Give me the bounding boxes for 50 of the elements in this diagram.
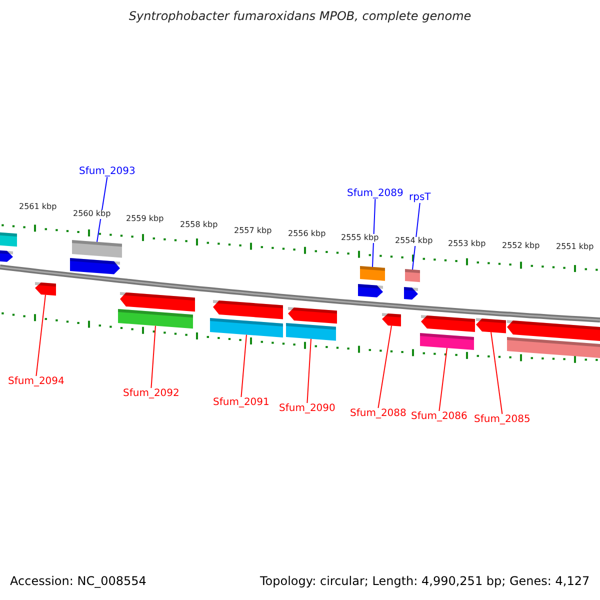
scale-label: 2551 kbp xyxy=(555,243,595,252)
gene-block xyxy=(0,250,13,262)
gene-label: Sfum_2091 xyxy=(213,397,270,408)
gene-block xyxy=(358,284,383,298)
gene-label: Sfum_2090 xyxy=(279,403,336,414)
gene-label: Sfum_2086 xyxy=(411,411,468,422)
gene-block xyxy=(288,307,337,324)
gene-block xyxy=(35,282,56,296)
footer-text: Accession: NC_008554 xyxy=(10,575,146,588)
gene-label: Sfum_2093 xyxy=(79,166,136,177)
gene-block xyxy=(210,318,283,338)
gene-block xyxy=(360,266,385,281)
gene-block xyxy=(70,258,120,274)
gene-block xyxy=(405,269,420,282)
gene-block xyxy=(213,300,283,320)
scale-label: 2552 kbp xyxy=(501,242,541,251)
footer-text: Topology: circular; Length: 4,990,251 bp; Genes: 4,127 xyxy=(260,575,590,588)
scale-label: 2554 kbp xyxy=(394,237,434,246)
leader-line xyxy=(438,348,448,412)
gene-block xyxy=(120,292,195,312)
gene-label: Sfum_2085 xyxy=(474,414,530,425)
gene-block xyxy=(72,240,122,258)
gene-block xyxy=(0,232,17,247)
leader-line xyxy=(306,338,312,404)
scale-label: 2558 kbp xyxy=(179,221,219,230)
leader-line xyxy=(36,294,46,376)
gene-block xyxy=(507,337,600,358)
gene-label: Sfum_2094 xyxy=(8,376,64,387)
gene-block xyxy=(476,318,506,334)
leader-line xyxy=(372,198,376,268)
gene-label: Sfum_2092 xyxy=(123,388,180,399)
gene-block xyxy=(382,313,401,326)
gene-block xyxy=(420,333,474,350)
scale-label: 2553 kbp xyxy=(447,240,487,249)
scale-label: 2560 kbp xyxy=(72,210,112,219)
leader-line xyxy=(378,325,392,408)
leader-line xyxy=(150,325,156,388)
scale-label: 2561 kbp xyxy=(18,203,58,212)
scale-label: 2555 kbp xyxy=(340,234,380,243)
scale-label: 2557 kbp xyxy=(233,227,273,236)
scale-label: 2556 kbp xyxy=(287,230,327,239)
gene-label: Sfum_2088 xyxy=(350,408,406,419)
gene-block xyxy=(404,287,418,300)
title: Syntrophobacter fumaroxidans MPOB, complete genome xyxy=(128,10,472,24)
scale-label: 2559 kbp xyxy=(125,215,165,224)
gene-label: rpsT xyxy=(409,192,431,203)
gene-block xyxy=(118,309,193,329)
gene-block xyxy=(286,323,336,341)
leader-line xyxy=(490,332,503,414)
gene-label: Sfum_2089 xyxy=(347,188,404,199)
